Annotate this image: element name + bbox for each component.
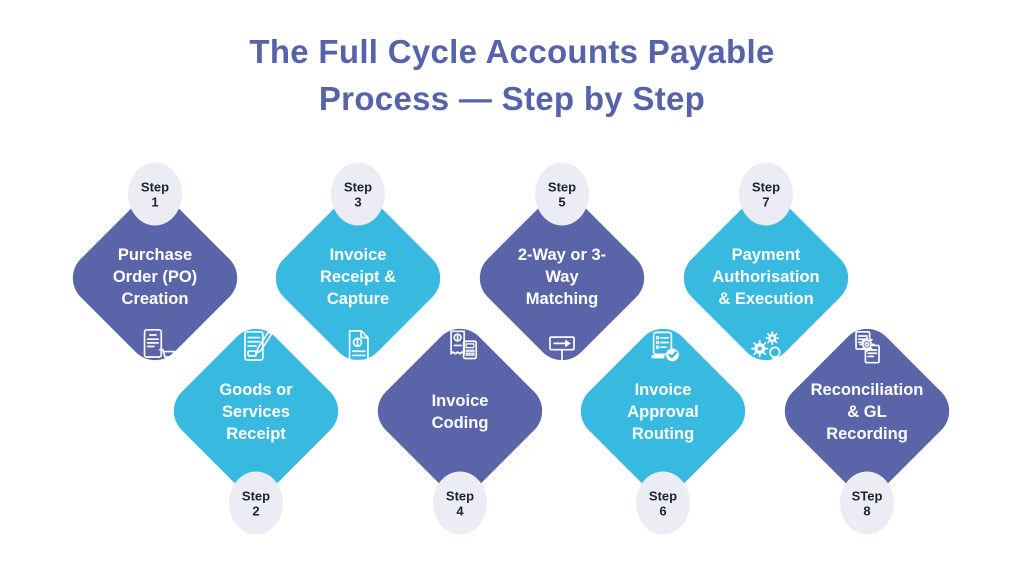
receipt-pen-icon (233, 324, 279, 370)
invoice-dollar-icon (335, 323, 381, 369)
receipt-calculator-icon (437, 324, 483, 370)
step-4-label: Invoice Coding (431, 392, 489, 432)
step-6-badge: Step 6 (636, 471, 690, 535)
gears-bulb-icon (743, 323, 789, 369)
step-8-label: Reconciliation & GL Recording (810, 381, 924, 443)
page-title: The Full Cycle Accounts Payable Process … (249, 33, 775, 117)
step-1-badge: Step 1 (128, 162, 182, 226)
step-7-label: Payment Authorisation & Execution (712, 246, 820, 308)
docs-gear-icon (844, 324, 890, 370)
step-2-label: Goods or Services Receipt (219, 381, 293, 443)
step-7-badge: Step 7 (739, 162, 793, 226)
step-6-label: Invoice Approval Routing (627, 381, 699, 443)
step-3-label: Invoice Receipt & Capture (319, 246, 397, 308)
signpost-arrow-icon (539, 323, 585, 369)
step-3-badge: Step 3 (331, 162, 385, 226)
step-5-badge: Step 5 (535, 162, 589, 226)
step-5-label: 2-Way or 3- Way Matching (517, 246, 607, 308)
step-2-badge: Step 2 (229, 471, 283, 535)
checklist-check-icon (640, 324, 686, 370)
step-4-badge: Step 4 (433, 471, 487, 535)
step-1-label: Purchase Order (PO) Creation (112, 246, 198, 308)
po-cart-icon (132, 323, 178, 369)
step-8-badge: STep 8 (840, 471, 894, 535)
